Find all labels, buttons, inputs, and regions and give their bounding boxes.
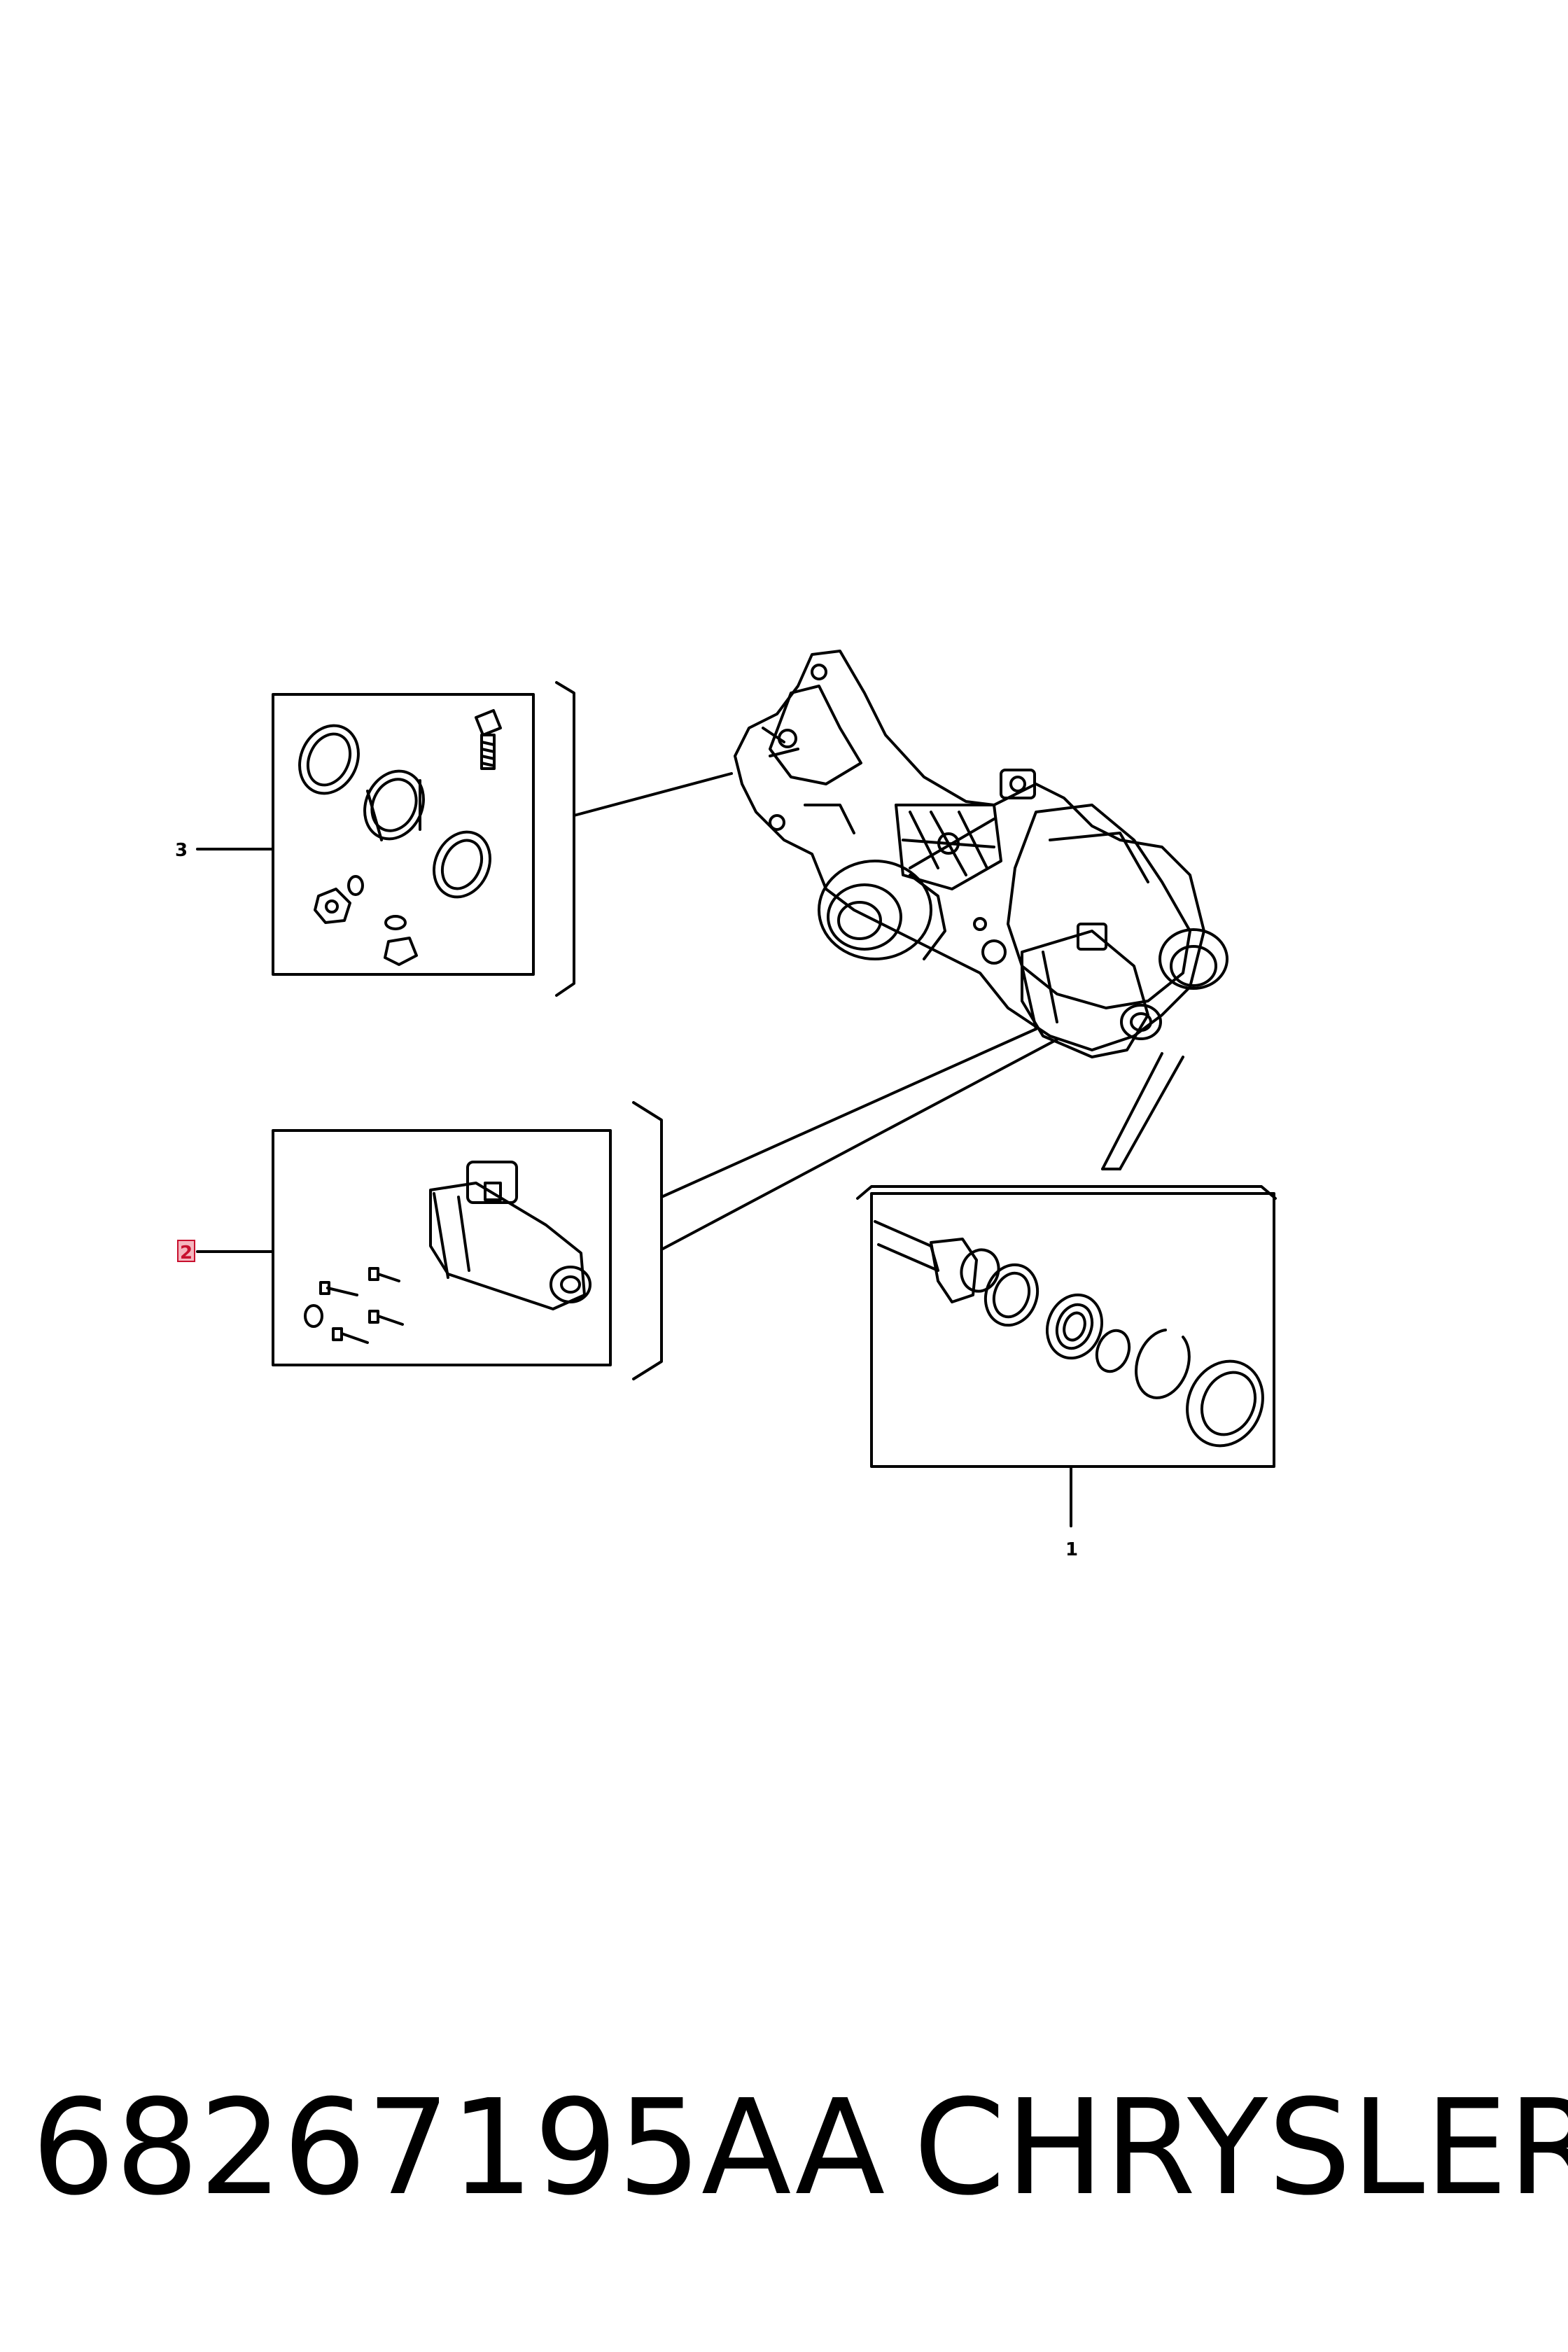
part-number: 68267195AA: [31, 2071, 886, 2225]
motor-kit-box: [272, 1028, 1058, 1380]
seal-kit-box: [272, 681, 733, 997]
callout-3[interactable]: 3: [175, 840, 188, 861]
callout-1[interactable]: 1: [1065, 1539, 1078, 1560]
callout-2[interactable]: 2: [180, 1242, 192, 1264]
output-seal-kit-box: [856, 1052, 1277, 1468]
callout-2-highlight: [177, 1240, 195, 1262]
brand-name: CHRYSLER: [913, 2071, 1568, 2225]
transfer-case-assembly: [734, 650, 1228, 1058]
